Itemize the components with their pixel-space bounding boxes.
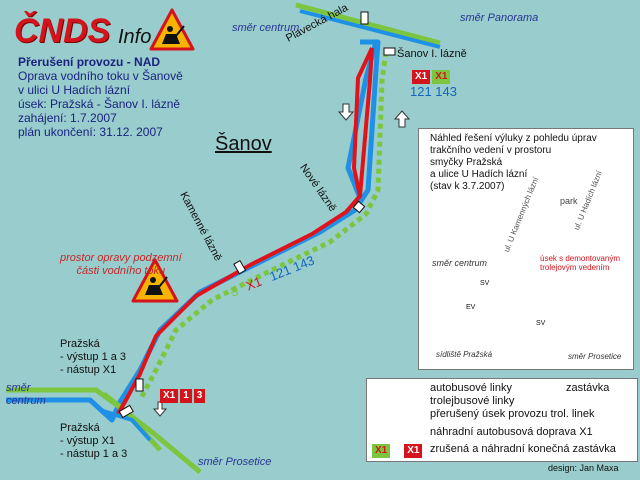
stop-nove-marker <box>352 200 366 214</box>
legend-x1-badge: X1 <box>404 444 423 458</box>
inset-title2: trakčního vedení v prostoru <box>430 145 552 156</box>
replacement-route-x1 <box>116 47 374 415</box>
info-title: Přerušení provozu - NAD <box>18 55 161 69</box>
direction-centrum-top: směr centrum <box>232 22 300 34</box>
inset-note1: úsek s demontovaným <box>540 254 621 263</box>
bus-lines-top: 121 143 <box>410 84 457 99</box>
legend-cancelled-symbols: X1 X1 <box>372 440 424 458</box>
inset-panel <box>418 128 634 370</box>
inset-centrum: směr centrum <box>432 258 488 268</box>
inset-sv1: SV <box>480 280 490 287</box>
replacement-route-x1-loop <box>352 47 374 197</box>
stop-prazska-b-marker <box>118 404 134 419</box>
info-block: Přerušení provozu - NAD Oprava vodního t… <box>18 55 183 139</box>
prazska-a-line2: - nástup X1 <box>60 364 117 376</box>
stop-sanov1-marker <box>383 47 396 56</box>
badge-1: 1 <box>180 389 192 403</box>
inset-title: Náhled řešení výluky z pohledu úprav tra… <box>430 133 597 193</box>
arrow-down-small-icon <box>152 401 168 417</box>
cnds-logo: ČNDS Info <box>10 10 190 56</box>
legend-stop: zastávka <box>566 382 610 394</box>
stop-plavecka-marker <box>360 11 369 25</box>
info-end: plán ukončení: 31.12. 2007 <box>18 125 163 139</box>
site-note-line2: části vodního toku <box>76 265 166 277</box>
inset-title1: Náhled řešení výluky z pohledu úprav <box>430 133 597 144</box>
direction-prosetice: směr Prosetice <box>198 456 272 468</box>
arrow-down-icon <box>337 103 355 121</box>
info-section: úsek: Pražská - Šanov I. lázně <box>18 97 181 111</box>
bus-route-top <box>299 9 441 49</box>
stop-prazska-a-label: Pražská - výstup 1 a 3 - nástup X1 <box>60 338 126 377</box>
roadworks-icon <box>131 258 179 303</box>
logo-brand: ČNDS <box>14 12 111 50</box>
legend-bus: autobusové linky <box>430 382 512 394</box>
inset-park-label: park <box>560 196 578 206</box>
arrow-up-icon <box>393 110 411 128</box>
district-label: Šanov <box>215 133 272 155</box>
direction-panorama: směr Panorama <box>460 12 539 24</box>
badge-cancelled-top: X1 <box>432 70 451 84</box>
stop-kamenne-marker <box>233 259 247 275</box>
inset-prazska: sídliště Pražská <box>436 350 493 359</box>
logo-suffix: Info <box>118 26 152 48</box>
prazska-b-title: Pražská <box>60 422 100 434</box>
inset-note: úsek s demontovaným trolejovým vedením <box>540 254 620 272</box>
legend-cancelled-badge: X1 <box>372 444 391 458</box>
inset-title4: a ulice U Hadích lázní <box>430 169 528 180</box>
inset-note2: trolejovým vedením <box>540 263 610 272</box>
stop-prazska-b-label: Pražská - výstup X1 - nástup 1 a 3 <box>60 422 127 461</box>
info-start: zahájení: 1.7.2007 <box>18 111 117 125</box>
bus-route-prazska <box>99 408 152 442</box>
legend-trolley: trolejbusové linky <box>430 395 515 407</box>
inset-title5: (stav k 3.7.2007) <box>430 181 505 192</box>
credit: design: Jan Maxa <box>548 463 619 473</box>
info-line1: Oprava vodního toku v Šanově <box>18 69 183 83</box>
badge-x1: X1 <box>160 389 179 403</box>
stop-prazska-a-marker <box>135 378 144 392</box>
prazska-a-line1: - výstup 1 a 3 <box>60 351 127 363</box>
site-note-line1: prostor opravy podzemní <box>60 252 182 264</box>
prazska-b-line1: - výstup X1 <box>60 435 116 447</box>
legend-interrupted: přerušený úsek provozu trol. linek <box>430 408 595 420</box>
legend-replacement: náhradní autobusová doprava X1 <box>430 426 593 438</box>
inset-sv2: SV <box>536 320 546 327</box>
inset-prosetice: směr Prosetice <box>568 352 622 361</box>
badge-x1-top: X1 <box>412 70 431 84</box>
badge-3: 3 <box>193 389 206 403</box>
roadworks-logo-icon <box>149 8 195 51</box>
info-line2: v ulici U Hadích lázní <box>18 83 131 97</box>
inset-title3: smyčky Pražská <box>430 157 503 168</box>
prazska-b-line2: - nástup 1 a 3 <box>60 448 128 460</box>
stop-sanov1-label: Šanov I. lázně <box>397 48 467 60</box>
interrupted-trolley-section <box>137 51 389 402</box>
direction-centrum-left: směr centrum <box>6 382 46 407</box>
legend-cancelled: zrušená a náhradní konečná zastávka <box>430 443 616 455</box>
prazska-a-title: Pražská <box>60 338 100 350</box>
inset-ev: EV <box>466 304 476 311</box>
site-note: prostor opravy podzemní části vodního to… <box>60 252 182 278</box>
